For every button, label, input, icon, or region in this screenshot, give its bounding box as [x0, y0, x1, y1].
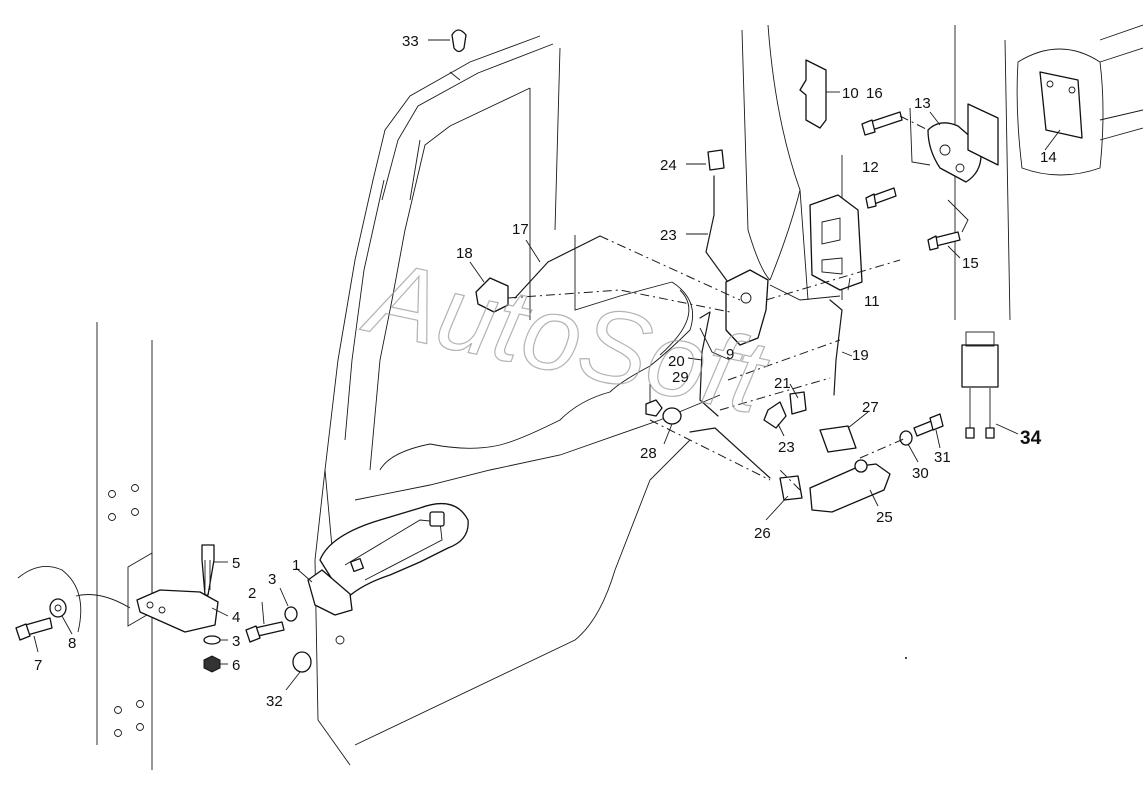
callout-29: 29: [672, 369, 689, 386]
door-pillar: [17, 322, 153, 770]
callout-9: 9: [726, 346, 734, 363]
callout-18: 18: [456, 245, 473, 262]
hinge-assembly: [15, 544, 353, 673]
callout-12: 12: [862, 159, 879, 176]
callout-23-lower: 23: [778, 439, 795, 456]
callout-5: 5: [232, 555, 240, 572]
callout-26: 26: [754, 525, 771, 542]
callout-11: 11: [864, 293, 880, 310]
callout-25: 25: [876, 509, 893, 526]
speck-dot: [905, 657, 907, 659]
callout-30: 30: [912, 465, 929, 482]
callout-17: 17: [512, 221, 529, 238]
callout-8: 8: [68, 635, 76, 652]
callout-23-upper: 23: [660, 227, 677, 244]
callout-31: 31: [934, 449, 951, 466]
callout-15: 15: [962, 255, 979, 272]
callout-32: 32: [266, 693, 283, 710]
callout-14: 14: [1040, 149, 1057, 166]
callout-21: 21: [774, 375, 791, 392]
callout-1: 1: [292, 557, 300, 574]
callout-27: 27: [862, 399, 879, 416]
callout-34: 34: [1020, 428, 1042, 449]
callout-3-upper: 3: [268, 571, 276, 588]
callout-2: 2: [248, 585, 256, 602]
callout-labels: 1 2 3 3 4 5 6 7 8 9 10 11 12 13 14 15 16…: [34, 33, 1057, 710]
leader-lines: [33, 39, 1061, 691]
outer-door-handle: [319, 502, 469, 601]
callout-7: 7: [34, 657, 42, 674]
callout-19: 19: [852, 347, 869, 364]
lock-mechanism-parts: [451, 29, 1083, 513]
callout-10: 10: [842, 85, 859, 102]
callout-33: 33: [402, 33, 419, 50]
watermark-text: AutoSoft: [354, 238, 778, 437]
callout-24: 24: [660, 157, 677, 174]
callout-3-lower: 3: [232, 633, 240, 650]
callout-4: 4: [232, 609, 240, 626]
callout-20: 20: [668, 353, 685, 370]
callout-16: 16: [866, 85, 883, 102]
callout-28: 28: [640, 445, 657, 462]
callout-13: 13: [914, 95, 931, 112]
callout-6: 6: [232, 657, 240, 674]
